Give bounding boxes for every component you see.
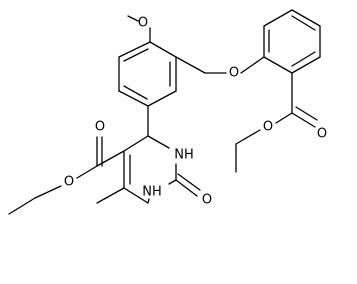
benzyl-ether-oxygen-label: O [229,66,239,81]
methoxy-oxygen-label: O [138,16,148,31]
ring-ester-alkoxy-oxygen-label: O [64,175,74,190]
aryl-ester-alkoxy-oxygen-label: O [263,120,273,135]
aryl-ester-carbonyl-oxygen-label: O [317,127,327,142]
atom-labels: O O O O O O NH NH O [64,16,327,208]
ring-ester-carbonyl-oxygen-label: O [95,120,105,135]
ring-nh-upper-label: NH [174,148,194,163]
urea-carbonyl-oxygen-label: O [202,193,212,208]
ring-nh-lower-label: NH [142,185,162,200]
bond-lines [8,9,321,215]
